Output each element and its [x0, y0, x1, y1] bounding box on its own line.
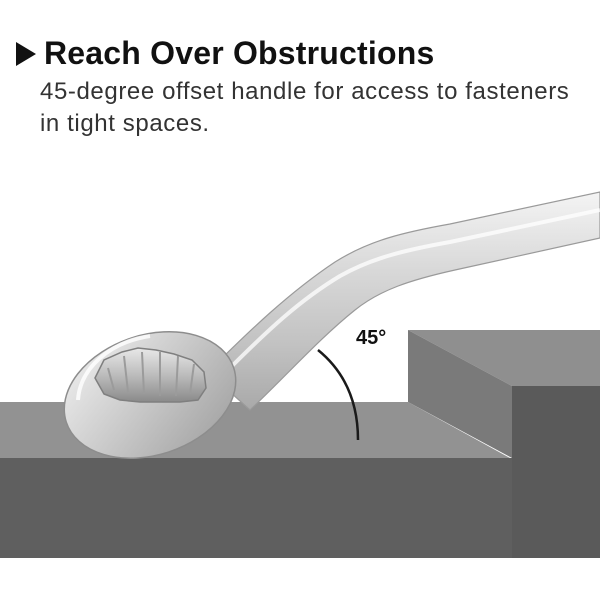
play-arrow-icon — [16, 42, 36, 66]
feature-description: 45-degree offset handle for access to fa… — [40, 78, 570, 137]
wrench-handle — [207, 191, 600, 411]
angle-label: 45° — [356, 327, 386, 349]
feature-heading: Reach Over Obstructions — [16, 34, 435, 72]
wrench-handle-highlight — [228, 208, 600, 370]
block-top — [408, 330, 600, 386]
surface-front — [0, 458, 600, 558]
wrench-ring-highlight — [76, 334, 151, 401]
angle-arc — [317, 349, 360, 441]
feature-title: Reach Over Obstructions — [44, 35, 435, 71]
wrench-socket-teeth — [107, 351, 195, 397]
block-left-face — [408, 330, 512, 458]
block-right-face — [512, 386, 600, 558]
